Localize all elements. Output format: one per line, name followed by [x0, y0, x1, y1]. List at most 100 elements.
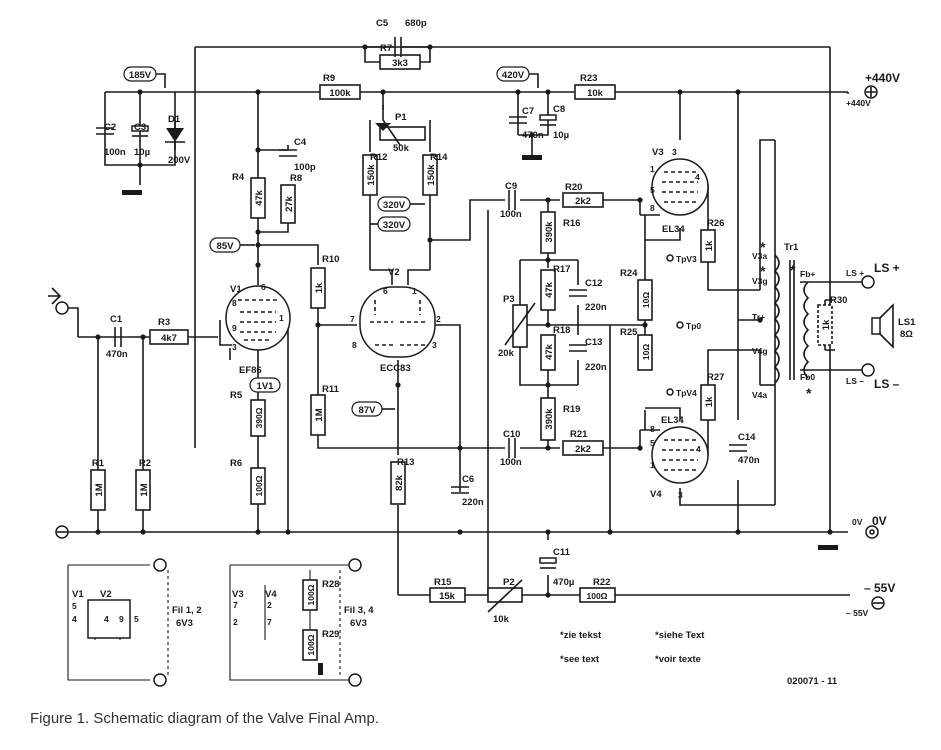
- svg-text:C7: C7: [522, 106, 534, 117]
- c14-value: 470n: [738, 455, 760, 466]
- r28-value: 100Ω: [306, 584, 316, 605]
- r7-label: R7: [380, 43, 392, 54]
- svg-text:6: 6: [383, 286, 388, 296]
- volt-185: 185V: [129, 70, 152, 81]
- svg-text:2: 2: [233, 617, 238, 627]
- resistor-r11: [310, 394, 326, 436]
- svg-text:V3a: V3a: [752, 251, 767, 261]
- capacitor-c6: [451, 486, 469, 494]
- svg-text:Fb+: Fb+: [800, 269, 815, 279]
- r12-value: 150k: [366, 164, 377, 186]
- resistor-r18: [540, 334, 556, 371]
- r22-value: 100Ω: [587, 591, 608, 601]
- r16-label: R16: [563, 218, 580, 229]
- neg-label: – 55V: [864, 581, 895, 595]
- r19-value: 390k: [544, 408, 555, 430]
- svg-text:4: 4: [104, 614, 109, 624]
- resistor-r22: [579, 587, 616, 603]
- r2-value: 1M: [139, 483, 150, 496]
- svg-text:C8: C8: [553, 104, 565, 115]
- resistor-r24: [637, 279, 653, 321]
- resistor-r4: [250, 177, 266, 219]
- r18-value: 47k: [544, 343, 555, 360]
- svg-text:C12: C12: [585, 278, 602, 289]
- r4-label: R4: [232, 172, 245, 183]
- r6-label: R6: [230, 458, 242, 469]
- c5-value: 680p: [405, 18, 427, 29]
- svg-text:C4: C4: [294, 137, 307, 148]
- capacitor-text: C1 470n C2 100n C3 10µ C4 100p C5 680p C…: [104, 18, 760, 588]
- svg-text:3: 3: [672, 147, 677, 157]
- resistor-r5: [250, 399, 266, 437]
- svg-text:C5: C5: [376, 18, 389, 29]
- r29-value: 100Ω: [306, 634, 316, 655]
- svg-text:3: 3: [432, 340, 437, 350]
- resistor-r21: [562, 440, 604, 456]
- svg-text:Tr+: Tr+: [752, 312, 765, 322]
- svg-text:8: 8: [650, 203, 655, 213]
- resistor-r25: [637, 334, 653, 371]
- capacitor-c4: [279, 149, 297, 157]
- gnd-small: 0V: [852, 517, 863, 527]
- v2-label: V2: [388, 267, 400, 278]
- svg-text:7: 7: [350, 314, 355, 324]
- svg-text:*: *: [760, 263, 766, 279]
- svg-text:V4g: V4g: [752, 346, 768, 356]
- c10-value: 100n: [500, 457, 522, 468]
- resistor-r17: [540, 269, 556, 311]
- potentiometers: P1 50k P2 10k P3 20k: [375, 105, 536, 625]
- r11-value: 1M: [314, 408, 325, 421]
- svg-text:4: 4: [696, 444, 701, 454]
- capacitors: [96, 37, 747, 569]
- r25-label: R25: [620, 327, 638, 338]
- note-fr: *voir texte: [655, 654, 701, 665]
- d1-value: 200V: [168, 155, 191, 166]
- capacitor-c3: [131, 125, 149, 132]
- capacitor-c13: [569, 344, 587, 352]
- tp-v4: TpV4: [676, 388, 697, 398]
- valve-v4: V4 EL34 8 5 1 4 3: [650, 415, 709, 500]
- r18-label: R18: [553, 325, 570, 336]
- r13-label: R13: [397, 457, 414, 468]
- c7-value: 470n: [522, 130, 544, 141]
- r3-label: R3: [158, 317, 170, 328]
- v1-type: EF86: [239, 365, 262, 376]
- r3-value: 4k7: [161, 333, 177, 344]
- svg-text:V4a: V4a: [752, 390, 767, 400]
- capacitor-c12: [569, 289, 587, 297]
- svg-text:3: 3: [678, 490, 683, 500]
- r23-label: R23: [580, 73, 597, 84]
- svg-text:5: 5: [650, 438, 655, 448]
- c13-value: 220n: [585, 362, 607, 373]
- c12-value: 220n: [585, 302, 607, 313]
- resistor-r6: [250, 467, 266, 505]
- fil12-label: Fil 1, 2: [172, 605, 202, 616]
- heaters-group2: V3 V4 7 2 2 7 Fil 3, 4 6V3: [232, 558, 374, 687]
- r10-label: R10: [322, 254, 339, 265]
- capacitor-c14: [729, 444, 747, 452]
- resistor-r26: [700, 229, 716, 263]
- resistor-r13: [390, 461, 406, 505]
- svg-text:2: 2: [267, 600, 272, 610]
- heaters-group1: V1 V2 5 4 4 9 5 Fil 1, 2 6V3: [72, 558, 202, 687]
- gnd-label: 0V: [872, 514, 887, 528]
- capacitor-c1: [114, 327, 122, 347]
- svg-text:V2: V2: [100, 589, 112, 600]
- r17-value: 47k: [544, 281, 555, 298]
- r7-value: 3k3: [392, 58, 408, 69]
- drawing-code: 020071 - 11: [787, 676, 838, 687]
- resistor-r16: [540, 211, 556, 254]
- neg-small: – 55V: [846, 608, 869, 618]
- r8-value: 27k: [284, 195, 295, 212]
- resistor-values: 1M 1M 4k7 47k 390Ω 100Ω 3k3 27k 100k 1k …: [94, 58, 832, 656]
- svg-text:C2: C2: [104, 122, 116, 133]
- resistor-r10: [310, 267, 326, 309]
- c4-value: 100p: [294, 162, 316, 173]
- resistor-r23: [574, 84, 616, 100]
- note-de: *siehe Text: [655, 630, 705, 641]
- svg-text:C6: C6: [462, 474, 474, 485]
- v2-type: ECC83: [380, 363, 411, 374]
- r19-label: R19: [563, 404, 580, 415]
- r16-value: 390k: [544, 221, 555, 243]
- svg-text:7: 7: [233, 600, 238, 610]
